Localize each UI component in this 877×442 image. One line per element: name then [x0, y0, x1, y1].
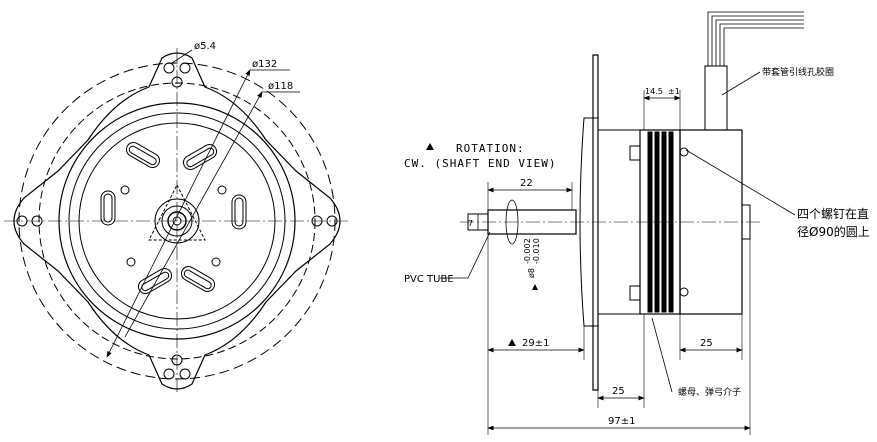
flange-bell — [579, 117, 598, 327]
screw-head-top — [629, 145, 641, 161]
dim-shaft-tol-lower: -0.010 — [532, 238, 541, 264]
front-view — [4, 48, 350, 394]
dim-shaft-length-label: 22 — [520, 178, 533, 189]
mount-hole-top-left — [163, 62, 175, 74]
screw-note-line1: 四个螺钉在直 — [797, 207, 869, 221]
dim-leader-hole — [171, 49, 193, 64]
nut-washer-note: 螺母、弹弓介子 — [678, 386, 741, 398]
rotation-line1: ROTATION: — [456, 142, 525, 155]
dim-shaft-dia-label: ø8 — [527, 268, 536, 278]
stator-laminations — [647, 131, 674, 313]
lead-wires — [707, 11, 804, 66]
rotation-note: ROTATION: CW. (SHAFT END VIEW) — [404, 142, 556, 170]
dim-total-label: 97±1 — [608, 416, 635, 427]
rotation-arrow-ellipse — [505, 199, 519, 245]
dim-leader-outer — [106, 69, 251, 358]
mount-hole-top-right — [179, 62, 191, 74]
vent-slot — [125, 142, 161, 168]
dim-29-triangle-icon — [508, 339, 516, 346]
side-view — [440, 11, 804, 435]
dim-shaft-ext-label: 29±1 — [522, 338, 549, 349]
dim-outer-label: ø132 — [252, 59, 277, 70]
dim-flange-label: 25 — [612, 386, 625, 397]
screw-head-bottom — [629, 285, 641, 301]
dim-winding-tol: ±1 — [668, 87, 680, 96]
screw-mark — [126, 257, 136, 267]
mount-hole-bottom-left — [163, 368, 175, 380]
dim-rear-label: 25 — [700, 338, 713, 349]
vent-slot — [103, 193, 113, 223]
vent-slot — [180, 266, 216, 292]
pvc-tube-label: PVC TUBE — [404, 274, 454, 285]
dim-shaft-tol-upper: -0.002 — [523, 238, 532, 264]
lead-tube — [704, 65, 728, 131]
screw-mark — [211, 257, 221, 267]
vent-slot — [182, 144, 218, 170]
vent-slot — [137, 268, 173, 294]
lead-sleeve-leader — [721, 71, 761, 96]
rotation-line2: CW. (SHAFT END VIEW) — [404, 157, 556, 170]
rear-boss — [741, 204, 751, 240]
front-flange — [592, 54, 599, 391]
dim-winding-label: 14.5 — [645, 87, 663, 96]
screw-note-line2: 径Ø90的圆上 — [797, 224, 870, 239]
screw-nut-bottom — [679, 287, 689, 297]
dim-inner-label: ø118 — [268, 81, 293, 92]
dim-shaft-width-label: 7 — [468, 219, 473, 228]
lead-sleeve-note: 带套管引线孔胶圈 — [762, 66, 834, 78]
screw-note-leader — [685, 149, 796, 216]
screw-mark — [120, 185, 130, 195]
dim-hole-label: ø5.4 — [194, 41, 216, 52]
vent-slot — [100, 190, 116, 226]
dim-leader-inner — [124, 91, 263, 338]
vent-slot — [231, 194, 247, 230]
nut-note-leader — [651, 317, 673, 393]
screw-mark — [217, 185, 227, 195]
pvc-leader — [440, 231, 491, 279]
shaft-dia-triangle-icon — [532, 284, 538, 290]
mount-hole-bottom-right — [179, 368, 191, 380]
vent-slot — [234, 197, 244, 227]
screw-nut-top — [679, 147, 689, 157]
rotation-triangle-icon — [426, 143, 434, 150]
